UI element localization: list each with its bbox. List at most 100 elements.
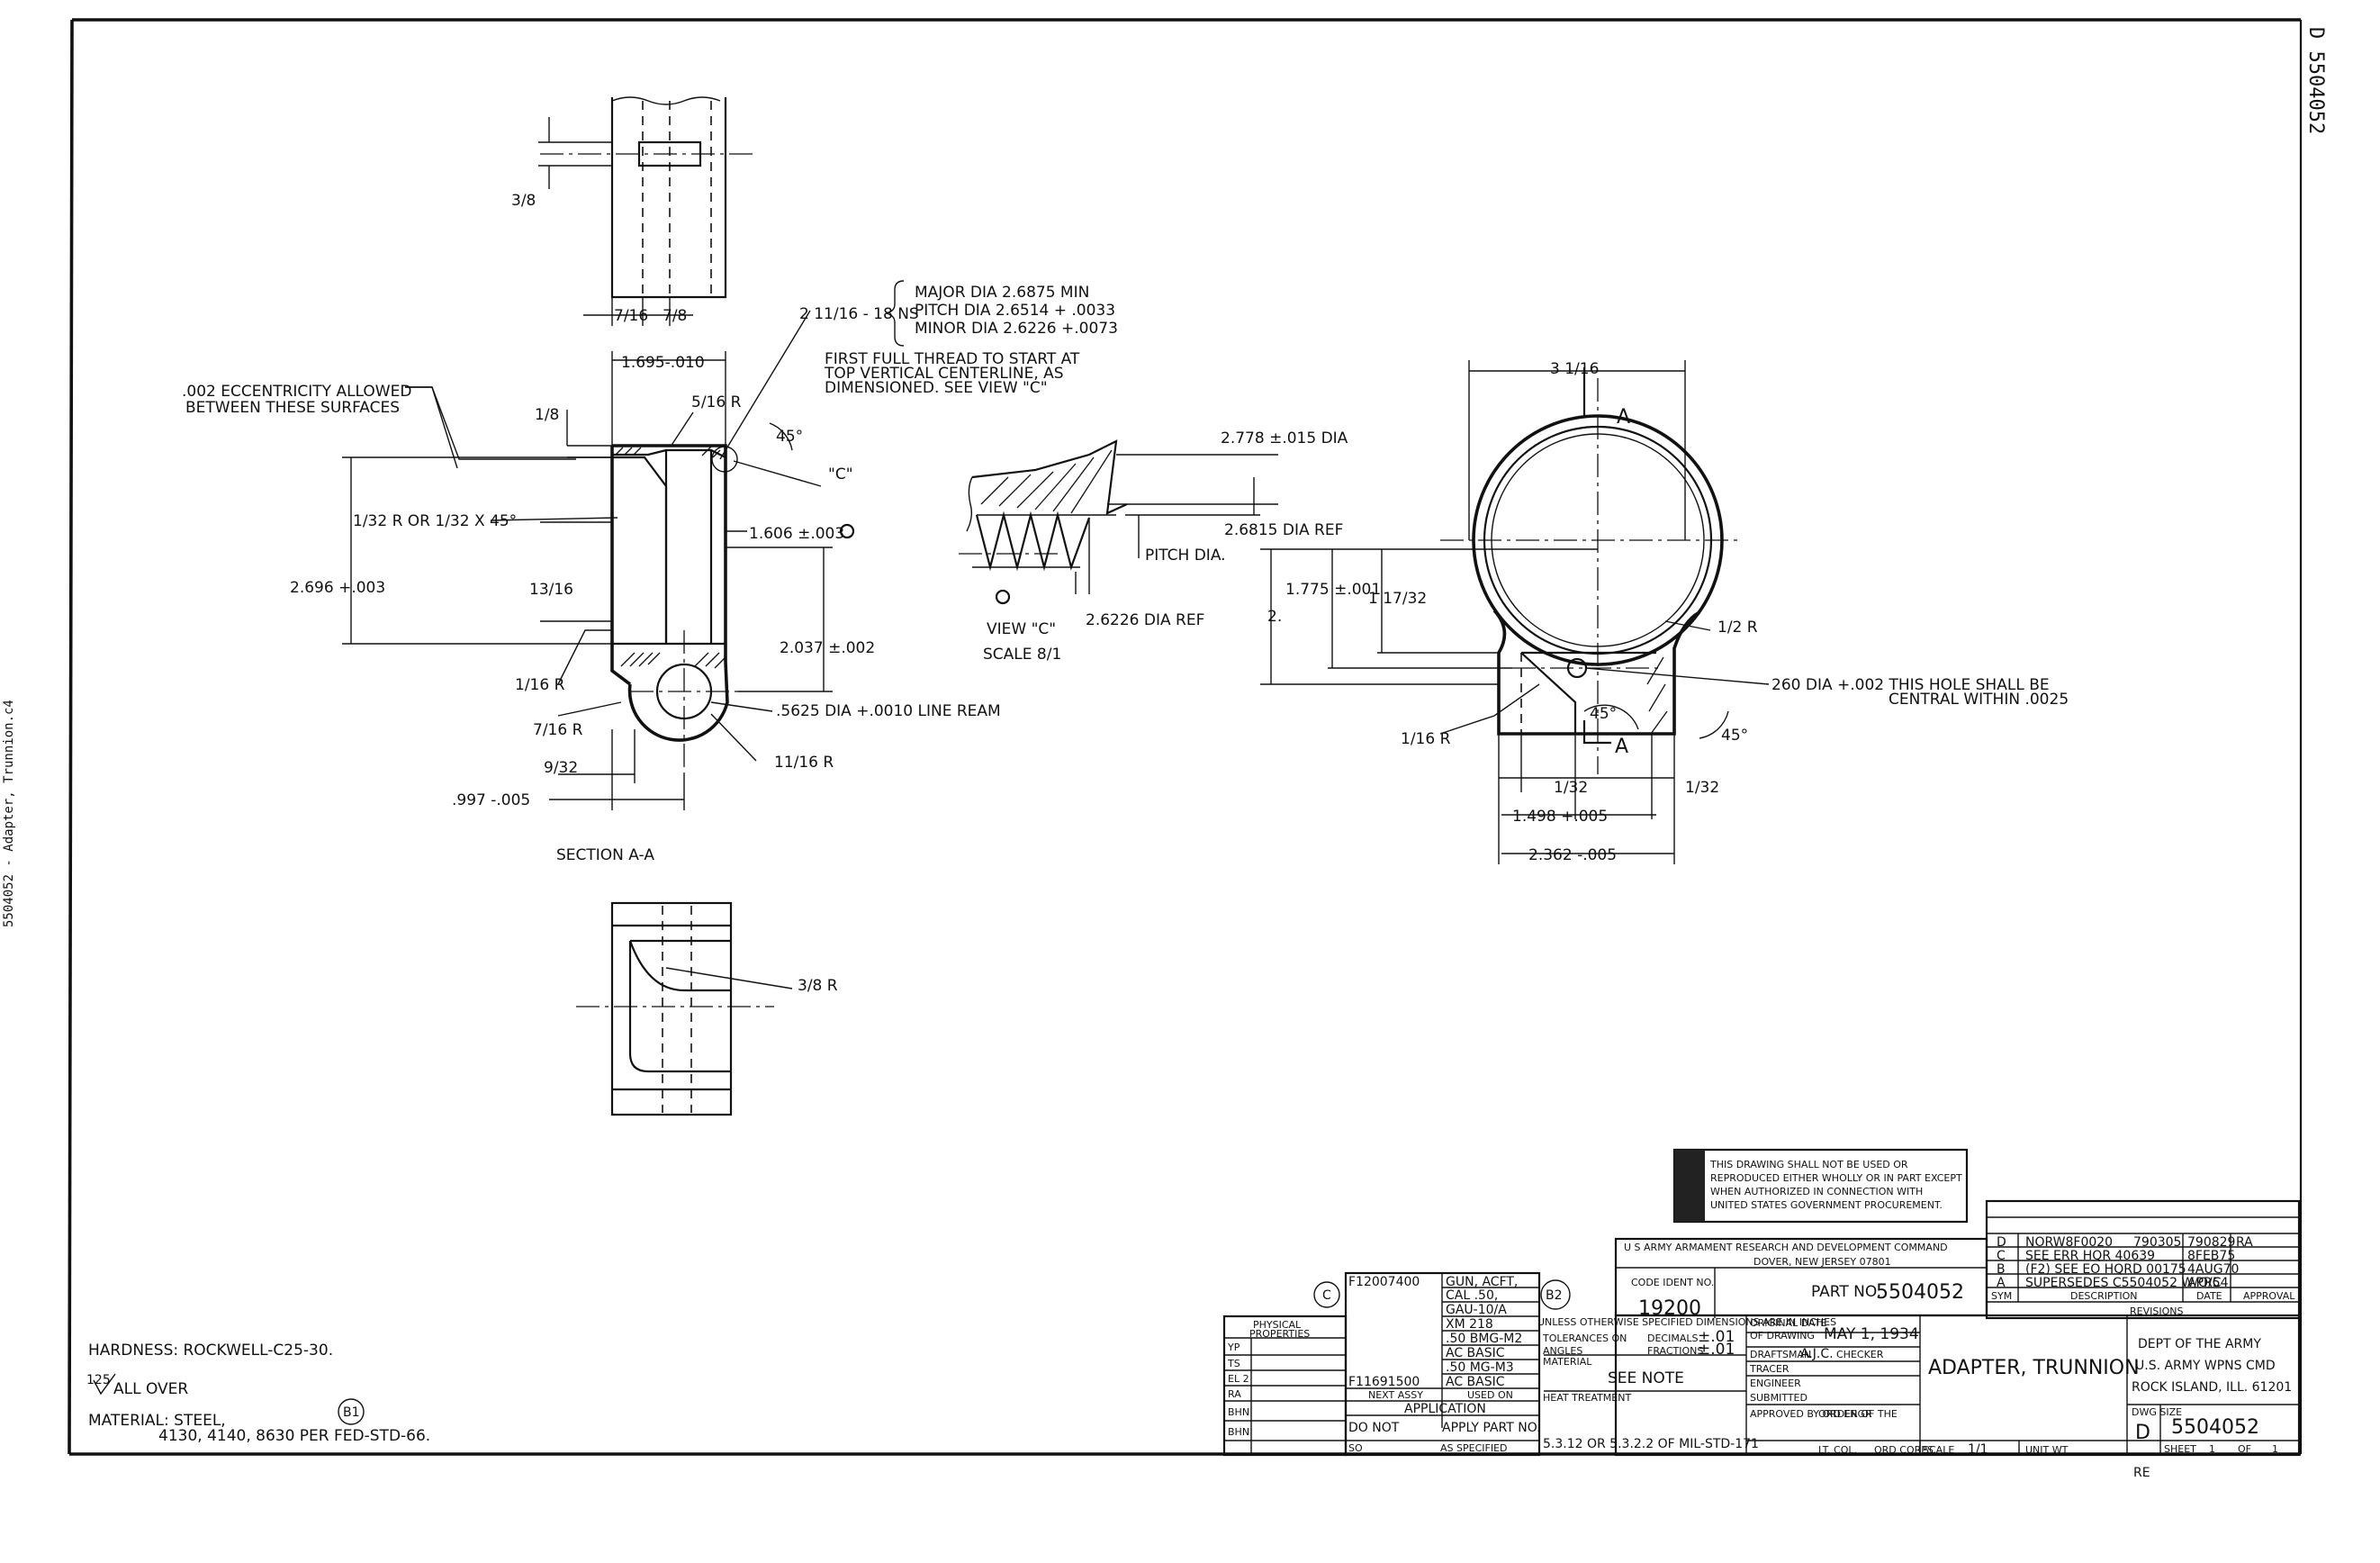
bottom-view [576, 901, 793, 1116]
dim-2622: 2.6226 DIA REF [1086, 611, 1204, 629]
app-used-2: CAL .50, [1446, 1288, 1498, 1303]
of-label: OF [2238, 1443, 2251, 1455]
see-note: SEE NOTE [1608, 1369, 1684, 1387]
angles-label: ANGLES [1543, 1345, 1582, 1357]
dim-9-32: 9/32 [544, 759, 578, 777]
thread-callout [885, 280, 905, 347]
dim-7-16-r: 7/16 R [533, 721, 583, 739]
rev-c-date: 8FEB75 [2187, 1249, 2235, 1263]
phys-row-2: TS [1227, 1358, 1240, 1369]
drawing-title: ADAPTER, TRUNNION [1928, 1357, 2140, 1379]
c-marker [1313, 1281, 1340, 1308]
dim-1-16-r: 1/16 R [515, 676, 565, 694]
centerline-symbol-b [839, 523, 855, 539]
dim-1-17-32: 1 17/32 [1368, 590, 1427, 608]
view-c [959, 439, 1278, 594]
dim-2681: 2.6815 DIA REF [1224, 521, 1343, 539]
finish-value: 125 [86, 1373, 111, 1387]
rev-a-date: APR54 [2187, 1276, 2229, 1290]
rev-b-date: 4AUG70 [2187, 1262, 2239, 1277]
dim-2362: 2.362 -.005 [1528, 846, 1617, 864]
section-marker-a-bottom: A [1615, 736, 1628, 758]
code-ident-label: CODE IDENT NO. [1631, 1277, 1714, 1288]
re-label: RE [2133, 1466, 2150, 1480]
first-thread-3: DIMENSIONED. SEE VIEW "C" [825, 379, 1048, 397]
view-c-label: VIEW "C" [987, 620, 1056, 638]
app-used-3: GAU-10/A [1446, 1303, 1507, 1317]
fractions-label: FRACTIONS [1647, 1345, 1703, 1357]
material-label: MATERIAL [1543, 1356, 1592, 1368]
rev-header-date: DATE [2196, 1290, 2222, 1302]
draftsman-label: DRAFTSMAN [1750, 1349, 1811, 1360]
size-value: D [2135, 1422, 2150, 1444]
top-view [538, 96, 756, 326]
rev-a-desc: SUPERSEDES C5504052 W/O/C [2025, 1276, 2222, 1290]
hardness-note: HARDNESS: ROCKWELL-C25-30. [88, 1342, 333, 1360]
rev-header-appr: APPROVAL [2243, 1290, 2295, 1302]
scale-value: 1/1 [1968, 1442, 1988, 1457]
app-used-7: .50 MG-M3 [1446, 1360, 1514, 1375]
centerline-symbol-a [995, 589, 1011, 605]
app-next-8: F11691500 [1348, 1375, 1420, 1389]
dwg-no: 5504052 [2171, 1416, 2259, 1439]
app-used-8: AC BASIC [1446, 1375, 1505, 1389]
unit-wt-label: UNIT WT [2025, 1444, 2069, 1456]
rev-b-sym: B [1997, 1262, 2006, 1277]
rev-a-sym: A [1997, 1276, 2006, 1290]
app-used-1: GUN, ACFT, [1446, 1275, 1518, 1289]
rev-d-appr: RA [2236, 1235, 2253, 1250]
dim-3-1-16: 3 1/16 [1550, 360, 1599, 378]
warning-stamp [1672, 1148, 1969, 1224]
dim-2778: 2.778 ±.015 DIA [1221, 429, 1348, 447]
phys-row-5: BHN [1228, 1406, 1249, 1418]
finish-symbol [93, 1373, 116, 1396]
ord-corps: ORD CORPS [1874, 1444, 1934, 1456]
phys-row-6: BHN [1228, 1426, 1249, 1438]
orig-date: MAY 1, 1934 [1824, 1325, 1919, 1343]
dim-11-16-r: 11/16 R [774, 754, 834, 772]
top-hatch [615, 446, 721, 458]
phys-label: PHYSICAL [1253, 1319, 1302, 1331]
tracer-label: TRACER [1749, 1363, 1790, 1375]
part-no-label: PART NO. [1811, 1283, 1881, 1301]
view-c-marker: "C" [828, 465, 853, 483]
b1-label: B1 [343, 1405, 360, 1420]
rev-b-desc: (F2) SEE EO HQRD 00175 [2025, 1262, 2186, 1277]
rev-c-desc: SEE ERR HQR 40639 [2025, 1249, 2155, 1263]
rev-d-date: 790829 [2187, 1235, 2235, 1250]
tolerances-label: TOLERANCES ON [1542, 1333, 1627, 1344]
rev-d-no: 790305 [2133, 1235, 2181, 1250]
checker-label: CHECKER [1836, 1349, 1884, 1360]
app-used-5: .50 BMG-M2 [1446, 1332, 1522, 1346]
finish-note: ALL OVER [113, 1380, 188, 1398]
warning-line-2: REPRODUCED EITHER WHOLLY OR IN PART EXCE… [1710, 1172, 1962, 1184]
do-not-label: DO NOT [1348, 1421, 1400, 1435]
orig-date-label-2: OF DRAWING [1750, 1330, 1815, 1342]
sheet-value: 1 [2209, 1443, 2215, 1455]
dim-1-16-r-b: 1/16 R [1401, 730, 1451, 748]
dept-line-3: ROCK ISLAND, ILL. 61201 [2132, 1380, 2292, 1395]
rev-d-desc: NORW8F0020 [2025, 1235, 2113, 1250]
hole-note-1: 260 DIA +.002 THIS HOLE SHALL BE [1771, 676, 2050, 694]
agency-name: U S ARMY ARMAMENT RESEARCH AND DEVELOPME… [1624, 1242, 1948, 1253]
dim-5-16-r: 5/16 R [691, 393, 742, 411]
application-block [1222, 1271, 1541, 1457]
section-a-a-view [342, 310, 833, 810]
app-used-4: XM 218 [1446, 1317, 1493, 1332]
drawing-border [68, 18, 2303, 1456]
rev-c-sym: C [1997, 1249, 2006, 1263]
dim-3-8: 3/8 [511, 192, 536, 210]
ord-engr: ORD ENGR [1818, 1408, 1872, 1420]
view-c-scale: SCALE 8/1 [983, 646, 1061, 664]
rev-header-desc: DESCRIPTION [2070, 1290, 2137, 1302]
warning-line-1: THIS DRAWING SHALL NOT BE USED OR [1709, 1159, 1908, 1170]
section-a-a-label: SECTION A-A [556, 846, 654, 864]
dim-7-16: 7/16 [614, 307, 648, 325]
approved-label: APPROVED BY ORDER OF THE [1750, 1408, 1898, 1420]
end-view-hatch [1646, 656, 1668, 735]
b2-marker [1540, 1279, 1571, 1310]
next-assy-label: NEXT ASSY [1368, 1389, 1423, 1401]
end-view [1260, 360, 1770, 864]
dept-line-2: U.S. ARMY WPNS CMD [2135, 1359, 2276, 1373]
